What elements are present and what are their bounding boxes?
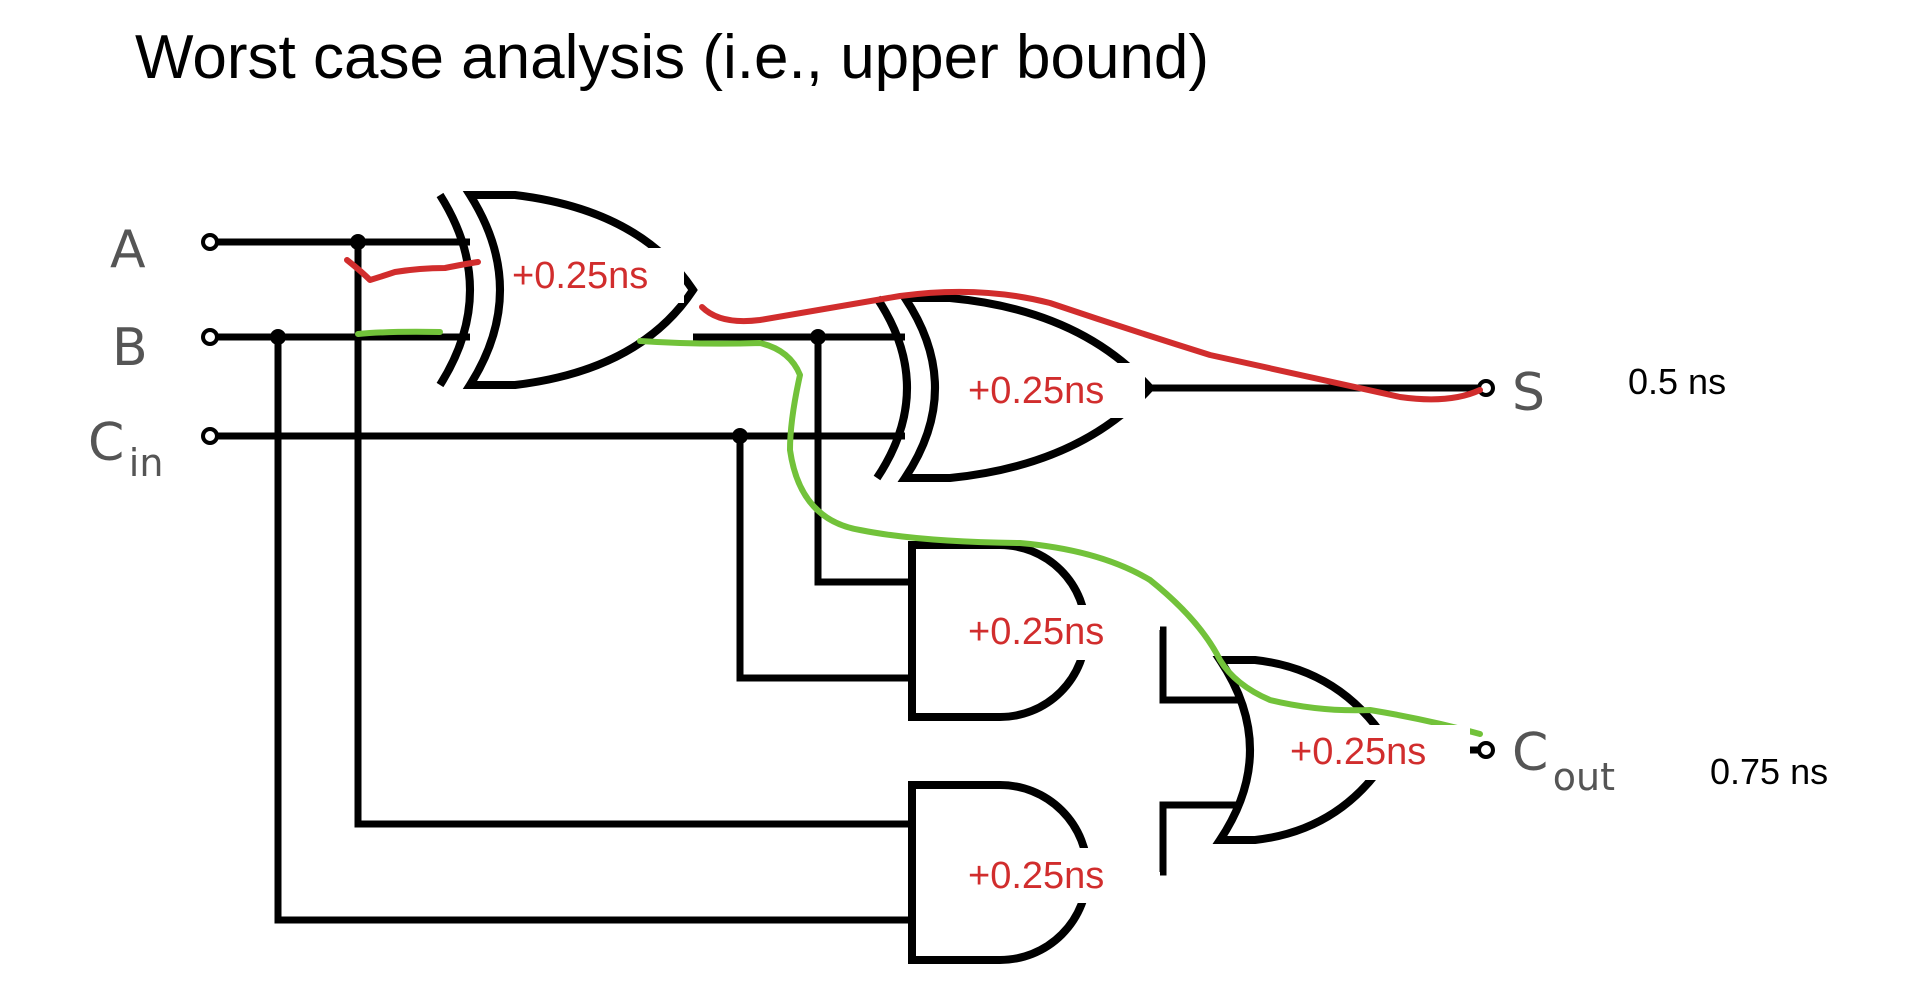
output-label-cout: C out bbox=[1512, 723, 1615, 799]
pin-b bbox=[201, 328, 219, 346]
input-label-b: B bbox=[112, 318, 148, 378]
wire-and2-out bbox=[1159, 801, 1240, 876]
junction-a bbox=[350, 234, 366, 250]
output-label-s: S bbox=[1512, 363, 1545, 423]
critical-path-carry-segment-1 bbox=[355, 328, 443, 337]
or-gate bbox=[1212, 656, 1397, 844]
output-label-cout-main: C bbox=[1512, 723, 1548, 783]
delay-label-or: +0.25ns bbox=[1290, 731, 1426, 773]
wires bbox=[213, 238, 1482, 924]
pin-cin bbox=[201, 427, 219, 445]
slide-title: Worst case analysis (i.e., upper bound) bbox=[135, 23, 1210, 92]
wire-cin-branch bbox=[736, 436, 912, 682]
junctions bbox=[270, 234, 826, 444]
input-label-a: A bbox=[110, 220, 146, 280]
xor-gate-2 bbox=[873, 294, 1156, 482]
delay-label-and1: +0.25ns bbox=[968, 611, 1104, 653]
total-delay-s: 0.5 ns bbox=[1628, 361, 1726, 402]
delay-label-xor2: +0.25ns bbox=[968, 370, 1104, 412]
delay-labels: +0.25ns +0.25ns +0.25ns +0.25ns +0.25ns bbox=[507, 248, 1470, 903]
input-label-cin-main: C bbox=[88, 413, 124, 473]
critical-path-sum-segment-1 bbox=[344, 257, 481, 283]
wire-a-branch bbox=[354, 242, 912, 828]
junction-xor1 bbox=[810, 329, 826, 345]
delay-label-and2: +0.25ns bbox=[968, 855, 1104, 897]
wire-b-branch bbox=[274, 337, 912, 924]
delay-label-xor1: +0.25ns bbox=[512, 255, 648, 297]
junction-cin bbox=[732, 428, 748, 444]
wire-and1-out bbox=[1159, 626, 1240, 704]
critical-path-carry-segment-2 bbox=[637, 338, 1483, 737]
pin-a bbox=[201, 233, 219, 251]
critical-path-sum-segment-2 bbox=[699, 288, 1483, 403]
input-label-cin-sub: in bbox=[129, 441, 164, 485]
xor-gate-1 bbox=[436, 191, 698, 389]
output-label-cout-sub: out bbox=[1553, 755, 1615, 799]
junction-b bbox=[270, 329, 286, 345]
total-delay-cout: 0.75 ns bbox=[1710, 751, 1828, 792]
pin-cout bbox=[1477, 741, 1495, 759]
input-label-cin: C in bbox=[88, 413, 163, 485]
wire-xor1-branch bbox=[814, 337, 912, 586]
